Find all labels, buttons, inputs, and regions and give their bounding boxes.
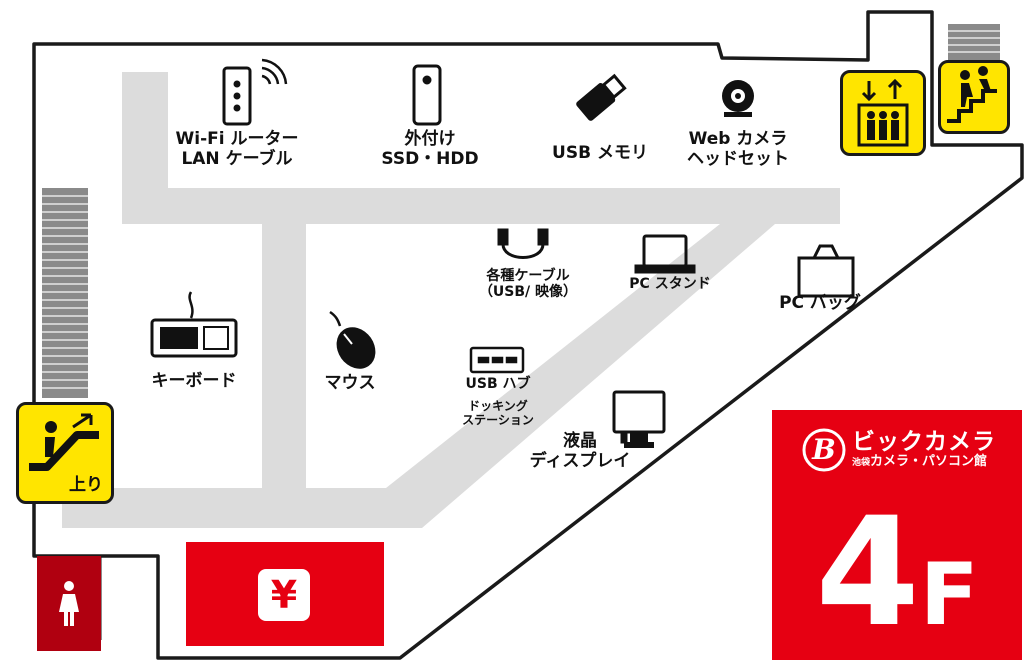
stairs-sign	[938, 60, 1010, 134]
label-cables: 各種ケーブル（USB/ 映像）	[478, 268, 578, 301]
escalator-label: 上り	[69, 475, 103, 495]
bag-icon	[797, 244, 855, 298]
laptop-icon	[634, 234, 696, 274]
svg-text:B: B	[811, 433, 836, 466]
monitor-icon	[612, 390, 666, 448]
restroom	[37, 556, 101, 651]
keyboard-icon	[150, 291, 238, 358]
label-pc-bag: PC バッグ	[779, 293, 861, 313]
label-usb-memory: USB メモリ	[552, 143, 648, 163]
label-webcam-headset: Web カメラヘッドセット	[687, 129, 789, 169]
brand-name: ビックカメラ	[852, 429, 996, 456]
escalator-sign: 上り	[16, 402, 114, 504]
stairs-top-right	[948, 24, 1000, 60]
woman-icon	[59, 581, 79, 626]
floor-panel: B ビックカメラ 池袋カメラ・パソコン館 4F	[772, 410, 1022, 660]
mouse-icon	[329, 310, 376, 369]
stairs-up-icon	[947, 66, 997, 123]
floor-number: 4F	[815, 486, 979, 660]
label-mouse: マウス	[324, 373, 376, 393]
label-keyboard: キーボード	[151, 371, 237, 391]
webcam-icon	[722, 80, 754, 117]
label-lcd-display: 液晶ディスプレイ	[529, 431, 631, 471]
label-pc-stand: PC スタンド	[629, 276, 711, 292]
brand-b-mark-icon: B	[802, 428, 846, 472]
brand-logo: B ビックカメラ 池袋カメラ・パソコン館	[802, 428, 996, 472]
usb-memory-icon	[576, 73, 627, 121]
escalator-up-icon	[29, 413, 99, 471]
elevator-sign	[840, 70, 926, 156]
aisles	[62, 72, 840, 528]
wifi-router-icon	[222, 58, 288, 126]
elevator-icon	[857, 78, 909, 147]
cable-icon	[497, 228, 549, 259]
stairs-left	[42, 188, 88, 398]
label-usb-hub: USB ハブ	[465, 376, 531, 392]
external-drive-icon	[412, 64, 442, 126]
yen-icon: ¥	[258, 569, 310, 621]
label-docking-station: ドッキングステーション	[462, 399, 534, 427]
usb-hub-icon	[469, 346, 525, 374]
brand-subtitle: 池袋カメラ・パソコン館	[852, 454, 988, 470]
cashier-area: ¥	[186, 542, 384, 646]
